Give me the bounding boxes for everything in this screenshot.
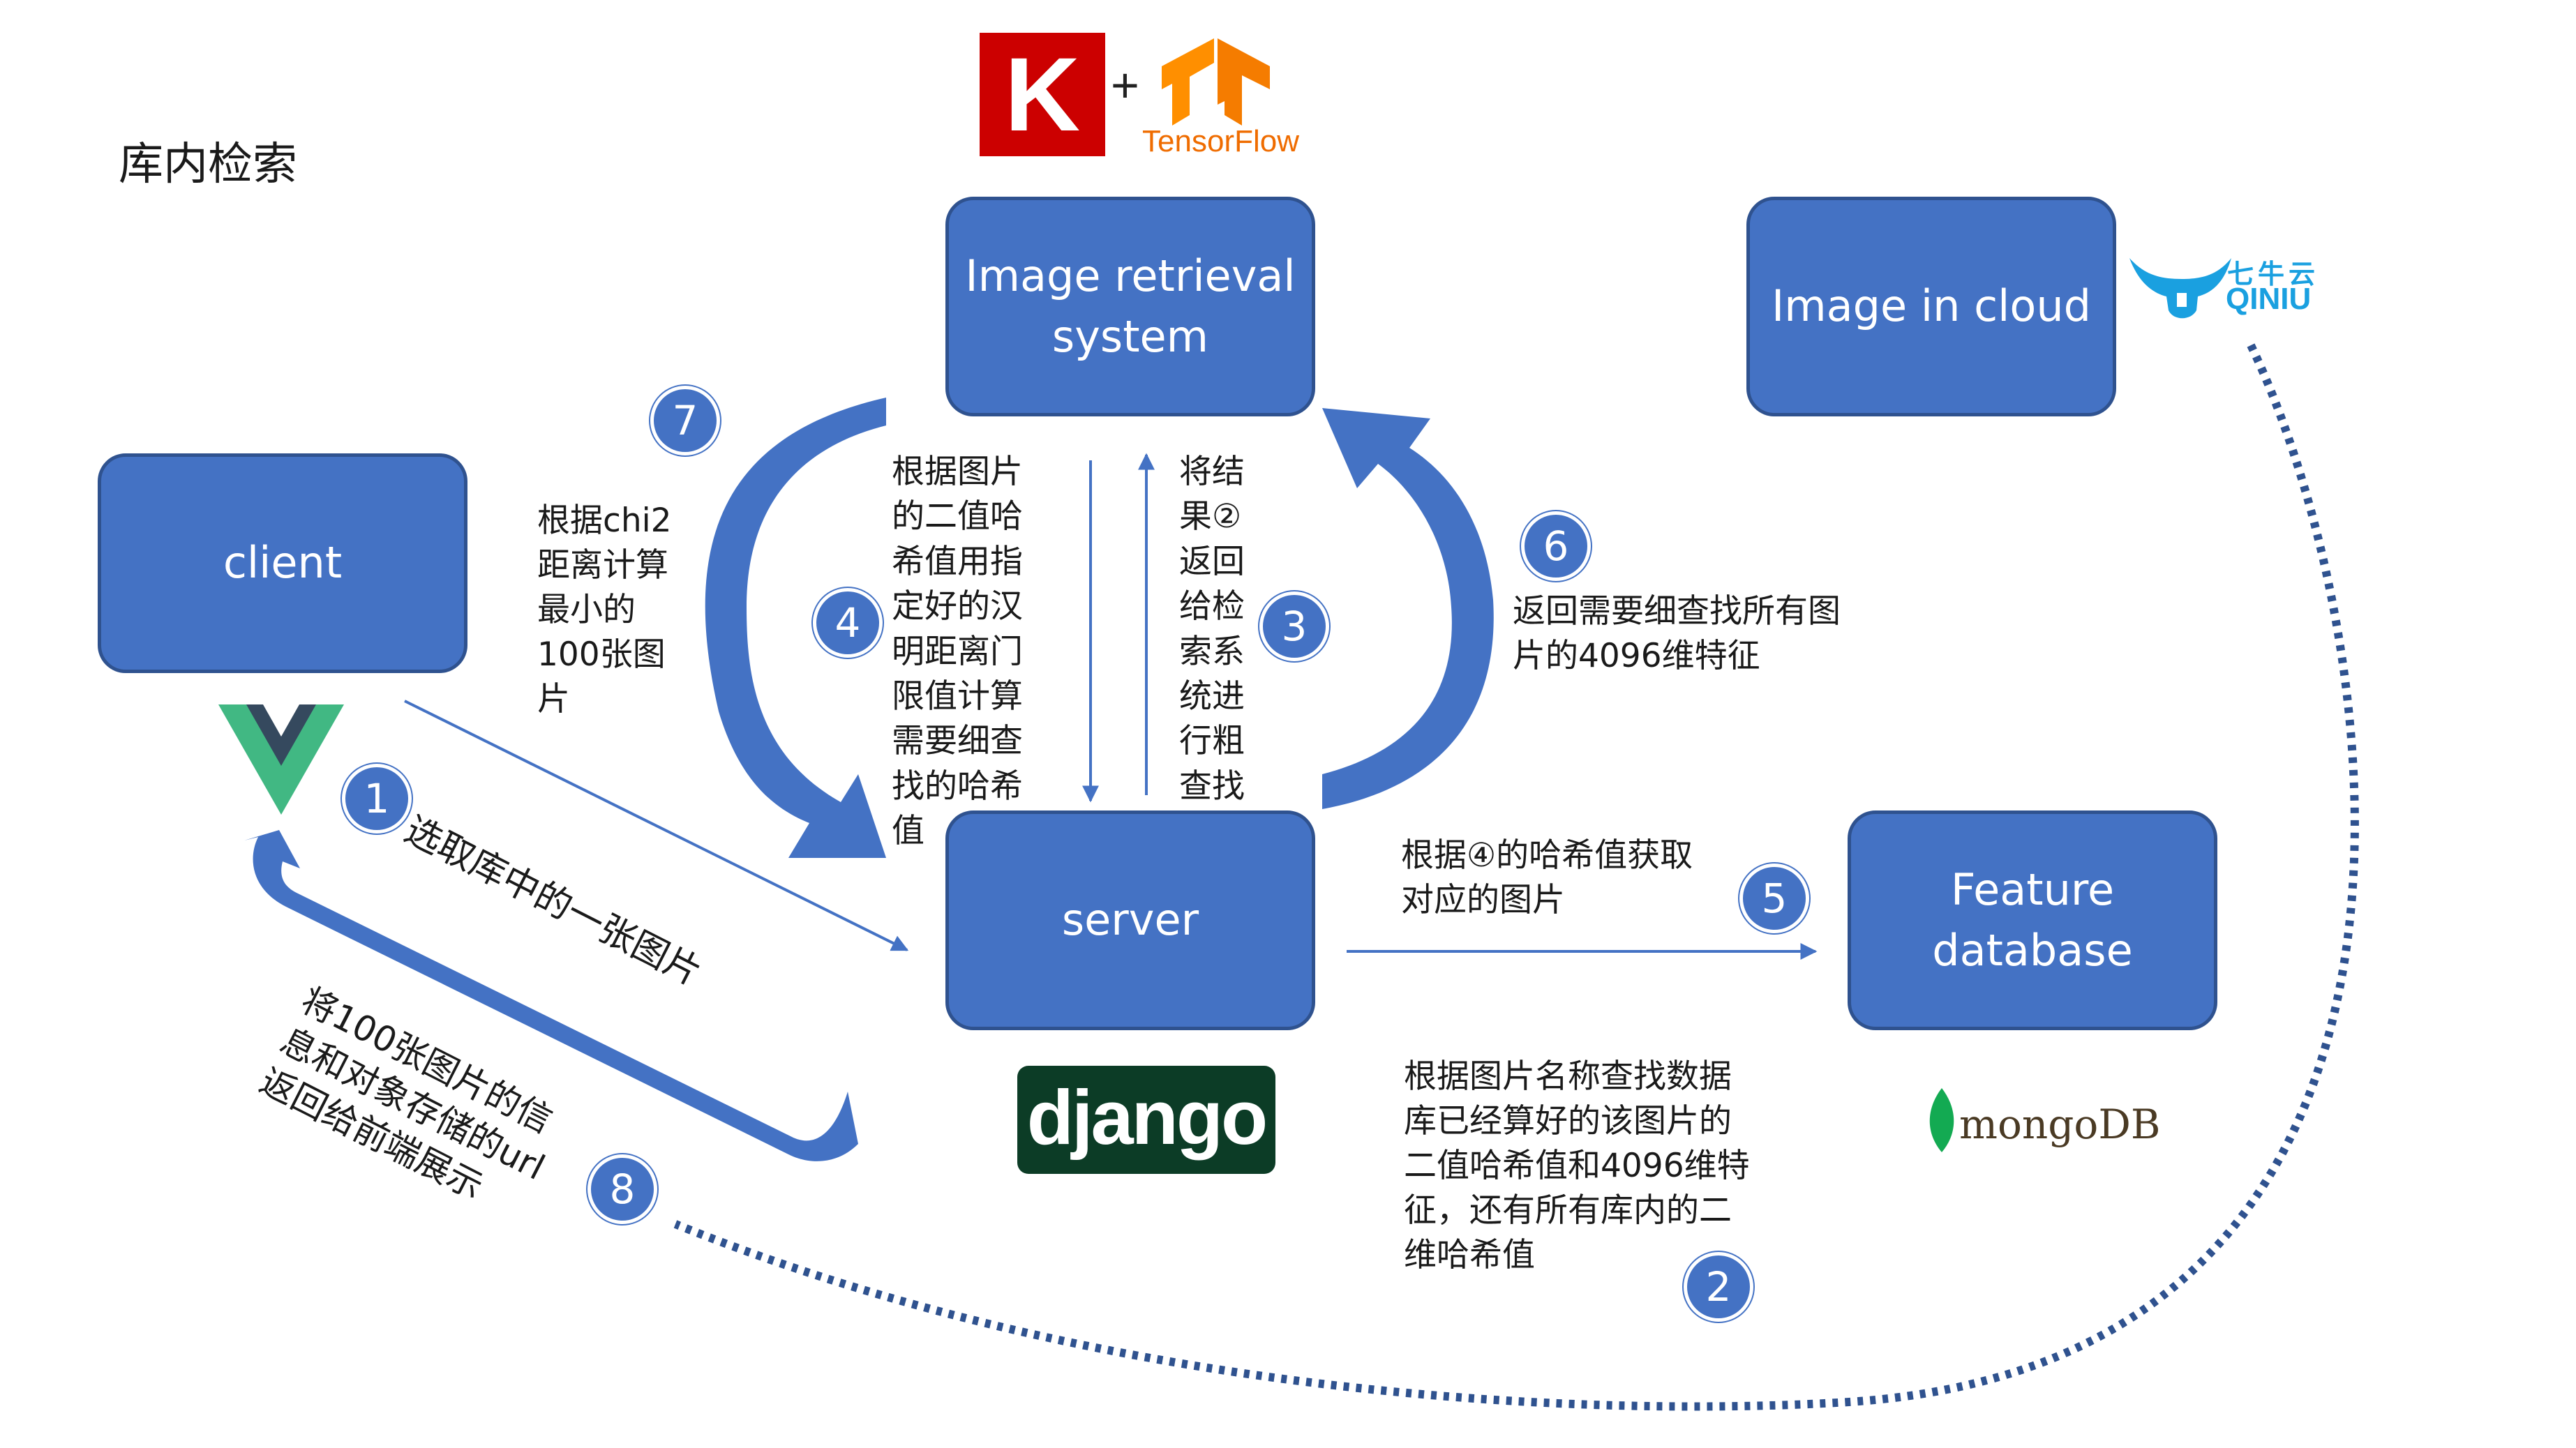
- step-6-label: 返回需要细查找所有图 片的4096维特征: [1513, 592, 1841, 675]
- mongodb-leaf-icon: [1929, 1088, 1954, 1152]
- curved-arrow-step-7: [705, 398, 886, 858]
- django-logo: django: [1017, 1066, 1275, 1174]
- step-badge-3: 3: [1259, 591, 1329, 661]
- plus-sign: +: [1111, 58, 1139, 112]
- step-badge-5: 5: [1739, 863, 1809, 933]
- step-7-label: 根据chi2 距离计算 最小的 100张图 片: [537, 501, 672, 718]
- page-title: 库内检索: [119, 139, 297, 190]
- feature-database-node: Feature database: [1848, 810, 2217, 1030]
- qiniu-logo: [2129, 258, 2231, 319]
- step-badge-7: 7: [650, 386, 720, 455]
- dotted-arrow-cloud-to-client: [673, 343, 2359, 1411]
- step-badge-1: 1: [342, 764, 412, 834]
- step-badge-6: 6: [1521, 511, 1591, 581]
- step-badge-4: 4: [813, 588, 883, 658]
- vue-logo: [218, 704, 344, 815]
- step-4-label: 根据图片 的二值哈 希值用指 定好的汉 明距离门 限值计算 需要细查 找的哈希 …: [892, 453, 1023, 850]
- step-badge-2: 2: [1684, 1252, 1753, 1322]
- server-node: server: [945, 810, 1315, 1030]
- tensorflow-wordmark: TensorFlow: [1142, 124, 1299, 158]
- mongodb-wordmark: mongoDB: [1959, 1101, 2161, 1148]
- image-retrieval-system-node: Image retrieval system: [945, 197, 1315, 416]
- client-node: client: [98, 453, 467, 673]
- step-5-label: 根据④的哈希值获取 对应的图片: [1401, 836, 1693, 919]
- arrow-step-1: [404, 700, 909, 951]
- qiniu-en-wordmark: QINIU: [2226, 282, 2312, 316]
- step-3-label: 将结 果② 返回 给检 索系 统进 行粗 查找: [1179, 453, 1245, 806]
- step-2-label: 根据图片名称查找数据 库已经算好的该图片的 二值哈希值和4096维特 征，还有所…: [1404, 1057, 1750, 1274]
- qiniu-cn-wordmark: 七牛云: [2227, 259, 2320, 289]
- keras-logo: K: [980, 33, 1105, 156]
- curved-arrow-step-6: [1322, 408, 1494, 809]
- step-badge-8: 8: [587, 1154, 657, 1224]
- tensorflow-logo: [1162, 38, 1270, 126]
- image-in-cloud-node: Image in cloud: [1746, 197, 2116, 416]
